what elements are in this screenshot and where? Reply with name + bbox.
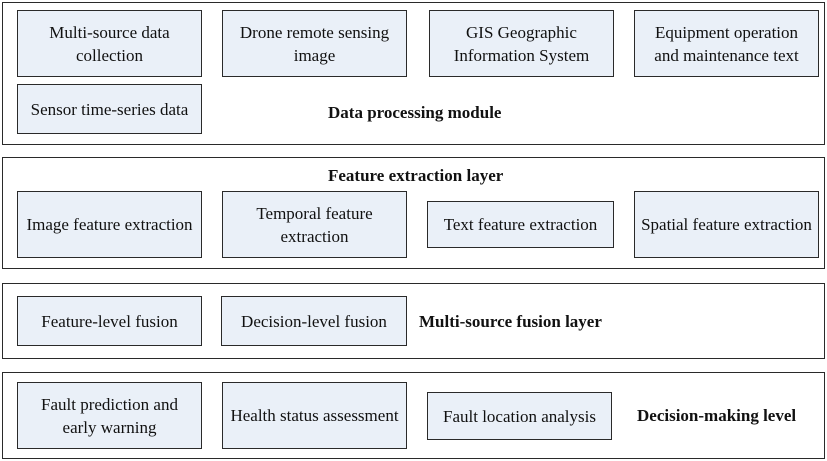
layer-title-decision-making: Decision-making level <box>637 406 797 425</box>
layer-title-multi-source-fusion: Multi-source fusion layer <box>419 312 602 331</box>
box-temporal-feature-extraction: Temporal feature extraction <box>222 191 407 258</box>
layer-title-data-processing: Data processing module <box>328 103 502 122</box>
box-fault-location-analysis: Fault location analysis <box>427 392 612 440</box>
box-health-status-assessment: Health status assessment <box>222 382 407 449</box>
box-sensor-time-series-data: Sensor time-series data <box>17 84 202 134</box>
box-drone-remote-sensing-image: Drone remote sensing image <box>222 10 407 77</box>
box-fault-prediction-early-warning: Fault prediction and early warning <box>17 382 202 449</box>
box-multi-source-data-collection: Multi-source data collection <box>17 10 202 77</box>
box-image-feature-extraction: Image feature extraction <box>17 191 202 258</box>
box-feature-level-fusion: Feature-level fusion <box>17 296 202 346</box>
box-gis-geographic-information-system: GIS Geographic Information System <box>429 10 614 77</box>
box-decision-level-fusion: Decision-level fusion <box>221 296 407 346</box>
layer-title-feature-extraction: Feature extraction layer <box>328 166 504 185</box>
box-spatial-feature-extraction: Spatial feature extraction <box>634 191 819 258</box>
box-equipment-operation-maintenance-text: Equipment operation and maintenance text <box>634 10 819 77</box>
box-text-feature-extraction: Text feature extraction <box>427 201 614 248</box>
